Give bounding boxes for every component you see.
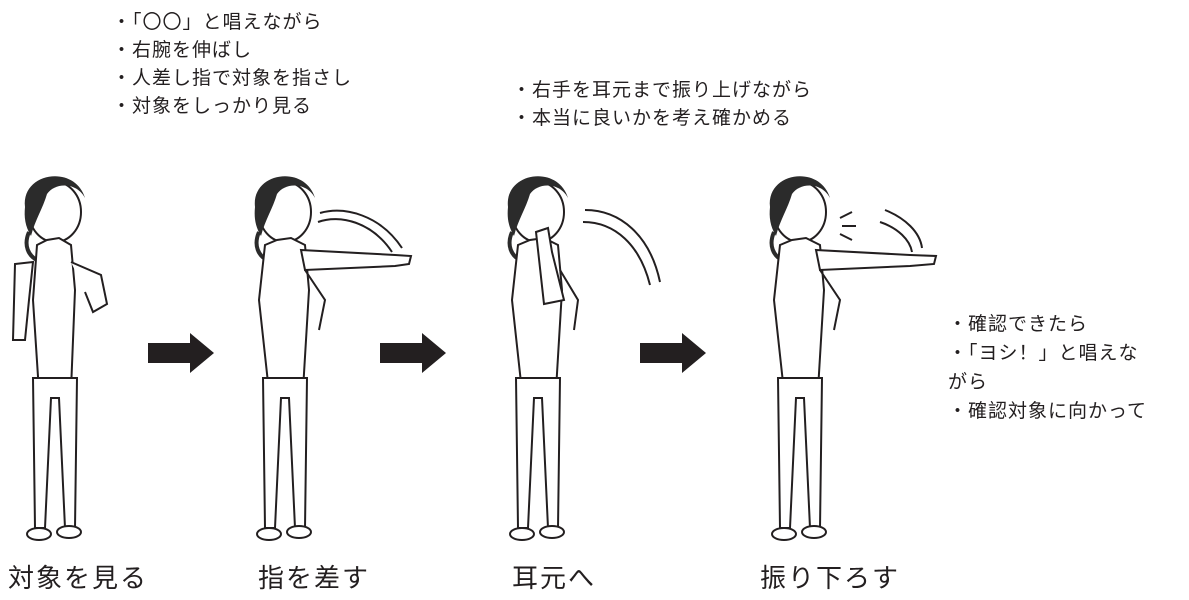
note-step2-line: ・対象をしっかり見る <box>112 95 313 117</box>
note-step5: ・確認できたら ・「ヨシ！」と唱えな がら ・確認対象に向かって <box>948 310 1178 426</box>
figure-look <box>11 174 109 541</box>
note-step5-line: ・確認できたら <box>948 313 1089 335</box>
note-step2-line: ・右腕を伸ばし <box>112 39 253 61</box>
figure-point <box>252 174 413 541</box>
motion-arc-2 <box>319 209 403 249</box>
figure-swing <box>767 174 938 541</box>
figure-ear <box>505 174 580 541</box>
note-step2: ・「〇〇」と唱えながら ・右腕を伸ばし ・人差し指で対象を指さし ・対象をしっか… <box>112 8 352 120</box>
shout-lines <box>839 211 856 241</box>
caption-swing: 振り下ろす <box>760 564 901 594</box>
note-step5-line: がら <box>948 371 989 393</box>
arrow-3 <box>640 333 706 373</box>
note-step5-line: ・確認対象に向かって <box>948 400 1148 422</box>
motion-arc-3b <box>582 221 651 286</box>
caption-ear: 耳元へ <box>512 564 597 594</box>
note-step4: ・右手を耳元まで振り上げながら ・本当に良いかを考え確かめる <box>512 76 812 132</box>
caption-point: 指を差す <box>258 564 371 594</box>
caption-look: 対象を見る <box>8 564 149 594</box>
arrow-2 <box>380 333 446 373</box>
note-step4-line: ・右手を耳元まで振り上げながら <box>512 79 813 101</box>
motion-arc-3 <box>584 209 661 283</box>
note-step5-line: ・「ヨシ！」と唱えな <box>948 342 1139 364</box>
motion-arc-4b <box>879 221 913 253</box>
arrow-1 <box>148 333 214 373</box>
note-step2-line: ・人差し指で対象を指さし <box>112 67 353 89</box>
motion-arc-4 <box>884 209 923 249</box>
note-step2-line: ・「〇〇」と唱えながら <box>112 11 323 33</box>
note-step4-line: ・本当に良いかを考え確かめる <box>512 107 793 129</box>
motion-arc-2b <box>317 218 393 253</box>
